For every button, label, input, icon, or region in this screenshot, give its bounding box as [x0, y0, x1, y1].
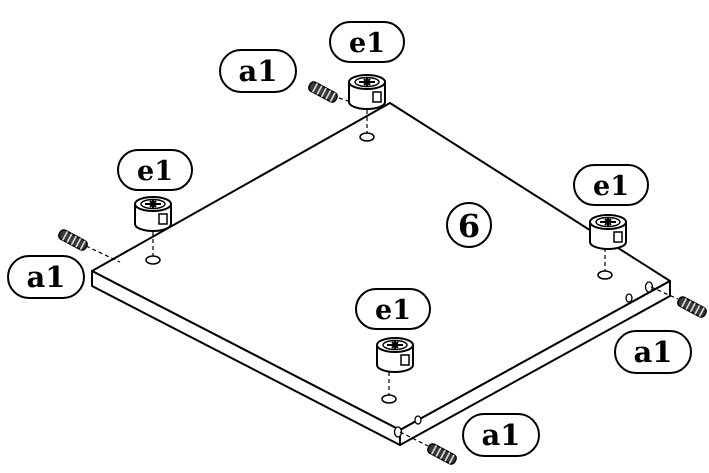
cam-lock-fitting [348, 74, 386, 110]
cam-hole [597, 270, 613, 280]
svg-text:e1: e1 [137, 156, 173, 187]
cam-hole [145, 255, 161, 265]
part-label-a1: a1 [462, 413, 540, 457]
part-label-e1: e1 [117, 149, 193, 191]
edge-hole [414, 415, 422, 425]
part-label-e1: e1 [355, 288, 431, 330]
guide-lines [85, 97, 679, 447]
cam-lock-fitting [589, 214, 627, 250]
part-label-e1: e1 [573, 164, 649, 206]
panel-number-badge: 6 [446, 202, 492, 248]
dowel [675, 294, 709, 320]
svg-text:a1: a1 [634, 335, 673, 369]
part-label-e1: e1 [329, 21, 405, 63]
cam-hole [359, 132, 375, 142]
svg-text:a1: a1 [27, 260, 66, 294]
part-label-a1: a1 [219, 49, 297, 93]
svg-text:e1: e1 [593, 171, 629, 202]
cam-hole [381, 394, 397, 404]
part-label-a1: a1 [614, 330, 692, 374]
edge-hole [625, 293, 633, 303]
cam-lock-fitting [134, 196, 172, 232]
svg-text:e1: e1 [375, 295, 411, 326]
svg-text:a1: a1 [482, 418, 521, 452]
edge-hole [393, 426, 403, 438]
svg-text:e1: e1 [349, 28, 385, 59]
part-label-a1: a1 [7, 255, 85, 299]
dowel [425, 441, 459, 467]
edge-hole [644, 281, 654, 293]
dowel [56, 227, 90, 253]
svg-text:6: 6 [458, 207, 480, 245]
cam-lock-fitting [376, 337, 414, 373]
dowel [306, 79, 340, 105]
svg-text:a1: a1 [239, 54, 278, 88]
